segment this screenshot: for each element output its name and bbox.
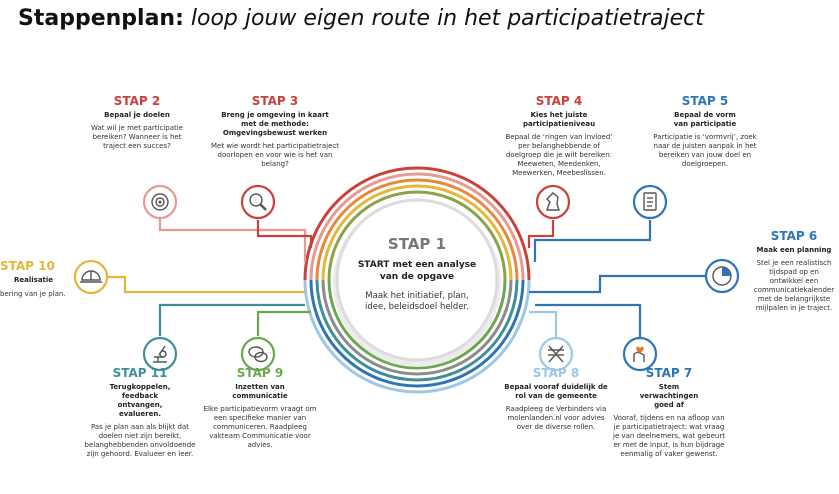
lower-arc [327, 279, 507, 370]
lower-arc [321, 279, 513, 376]
step-4: STAP 4 Kies het juiste participatienivea… [500, 94, 618, 178]
connector-line [527, 220, 555, 248]
hardhat-icon [73, 259, 109, 295]
upper-arc [303, 166, 531, 281]
step-9-heading: Inzetten van communicatie [232, 383, 288, 400]
upper-arcs [303, 166, 531, 281]
step-5-label: STAP 5 [681, 94, 729, 108]
center-disc [335, 198, 499, 362]
step-6-label: STAP 6 [770, 229, 818, 243]
notebook-icon [632, 184, 668, 220]
step-6-body: Stel je een realistisch tijdspad op en o… [753, 259, 835, 312]
microscope-icon [142, 336, 178, 372]
connector-line [158, 218, 307, 262]
step-8: STAP 8 Bepaal vooraf duidelijk de rol va… [500, 366, 612, 432]
title-italic: loop jouw eigen route in het participati… [190, 6, 704, 31]
speech-bubbles-icon [240, 336, 276, 372]
lower-arc [303, 279, 531, 394]
lower-arcs [303, 279, 531, 394]
step-9: STAP 9 Inzetten van communicatie Elke pa… [200, 366, 320, 450]
step-10-heading: Realisatie [14, 276, 54, 284]
step-2-label: STAP 2 [113, 94, 161, 108]
step-7: STAP 7 Stem verwachtingen goed af Vooraf… [610, 366, 728, 459]
upper-arc [321, 184, 513, 281]
connector-line [158, 303, 305, 336]
hand-heart-icon [622, 336, 658, 372]
step-6: STAP 6 Maak een planning Stel je een rea… [752, 229, 836, 313]
step-2-body: Wat wil je met participatie bereiken? Wa… [91, 124, 183, 150]
step-5-body: Participatie is ‘vormvrij’, zoek naar de… [653, 133, 757, 168]
step-2: STAP 2 Bepaal je doelen Wat wil je met p… [82, 94, 192, 151]
center-body: Maak het initiatief, plan, idee, beleids… [365, 291, 469, 312]
chess-knight-icon [535, 184, 571, 220]
page-title: Stappenplan: loop jouw eigen route in he… [18, 6, 704, 31]
step-6-heading: Maak een planning [756, 246, 832, 254]
step-9-label: STAP 9 [236, 366, 284, 380]
step-3: STAP 3 Breng je omgeving in kaart met de… [205, 94, 345, 169]
step-4-heading: Kies het juiste participatieniveau [522, 111, 596, 128]
connector-lines [107, 218, 706, 338]
director-chair-icon [538, 336, 574, 372]
connector-line [529, 274, 706, 294]
step-10-label: STAP 10 [0, 259, 55, 273]
step-11-label: STAP 11 [112, 366, 168, 380]
step-11: STAP 11 Terugkoppelen, feedback ontvange… [84, 366, 196, 459]
upper-arc [309, 172, 525, 281]
target-icon [142, 184, 178, 220]
upper-arc [315, 178, 519, 281]
step-4-body: Bepaal de ‘ringen van invloed’ per belan… [505, 133, 613, 177]
step-2-heading: Bepaal je doelen [104, 111, 170, 119]
step-5-heading: Bepaal de vorm van participatie [673, 111, 737, 128]
step-11-body: Pas je plan aan als blijkt dat doelen ni… [84, 423, 196, 458]
connector-line [535, 303, 642, 338]
magnifier-icon [240, 184, 276, 220]
center-step: STAP 1 START met een analyse van de opga… [347, 235, 487, 313]
lower-arc [309, 279, 525, 388]
center-heading: START met een analyse van de opgave [357, 260, 477, 282]
connector-line [107, 275, 305, 294]
step-3-heading: Breng je omgeving in kaart met de method… [221, 111, 329, 137]
step-8-body: Raadpleeg de Verbinders via molenlanden.… [505, 405, 607, 431]
step-4-label: STAP 4 [535, 94, 583, 108]
step-10: STAP 10 Realisatie bering van je plan. [0, 259, 70, 299]
step-7-heading: Stem verwachtingen goed af [639, 383, 699, 409]
step-9-body: Elke participatievorm vraagt om een spec… [203, 405, 317, 449]
upper-arc [327, 190, 507, 281]
connector-line [256, 310, 311, 336]
step-5: STAP 5 Bepaal de vorm van participatie P… [650, 94, 760, 169]
step-7-label: STAP 7 [645, 366, 693, 380]
title-bold: Stappenplan: [18, 6, 184, 31]
step-3-label: STAP 3 [251, 94, 299, 108]
step-10-body: bering van je plan. [0, 290, 66, 298]
step-8-heading: Bepaal vooraf duidelijk de rol van de ge… [504, 383, 608, 400]
connector-line [529, 310, 558, 338]
center-label: STAP 1 [387, 235, 447, 253]
step-7-body: Vooraf, tijdens en na afloop van je part… [613, 414, 725, 458]
lower-arc [315, 279, 519, 382]
connector-line [256, 220, 313, 248]
step-3-body: Met wie wordt het participatietraject do… [211, 142, 339, 168]
connector-line [533, 220, 652, 262]
step-11-heading: Terugkoppelen, feedback ontvangen, evalu… [109, 383, 171, 418]
step-8-label: STAP 8 [532, 366, 580, 380]
clock-icon [704, 258, 740, 294]
